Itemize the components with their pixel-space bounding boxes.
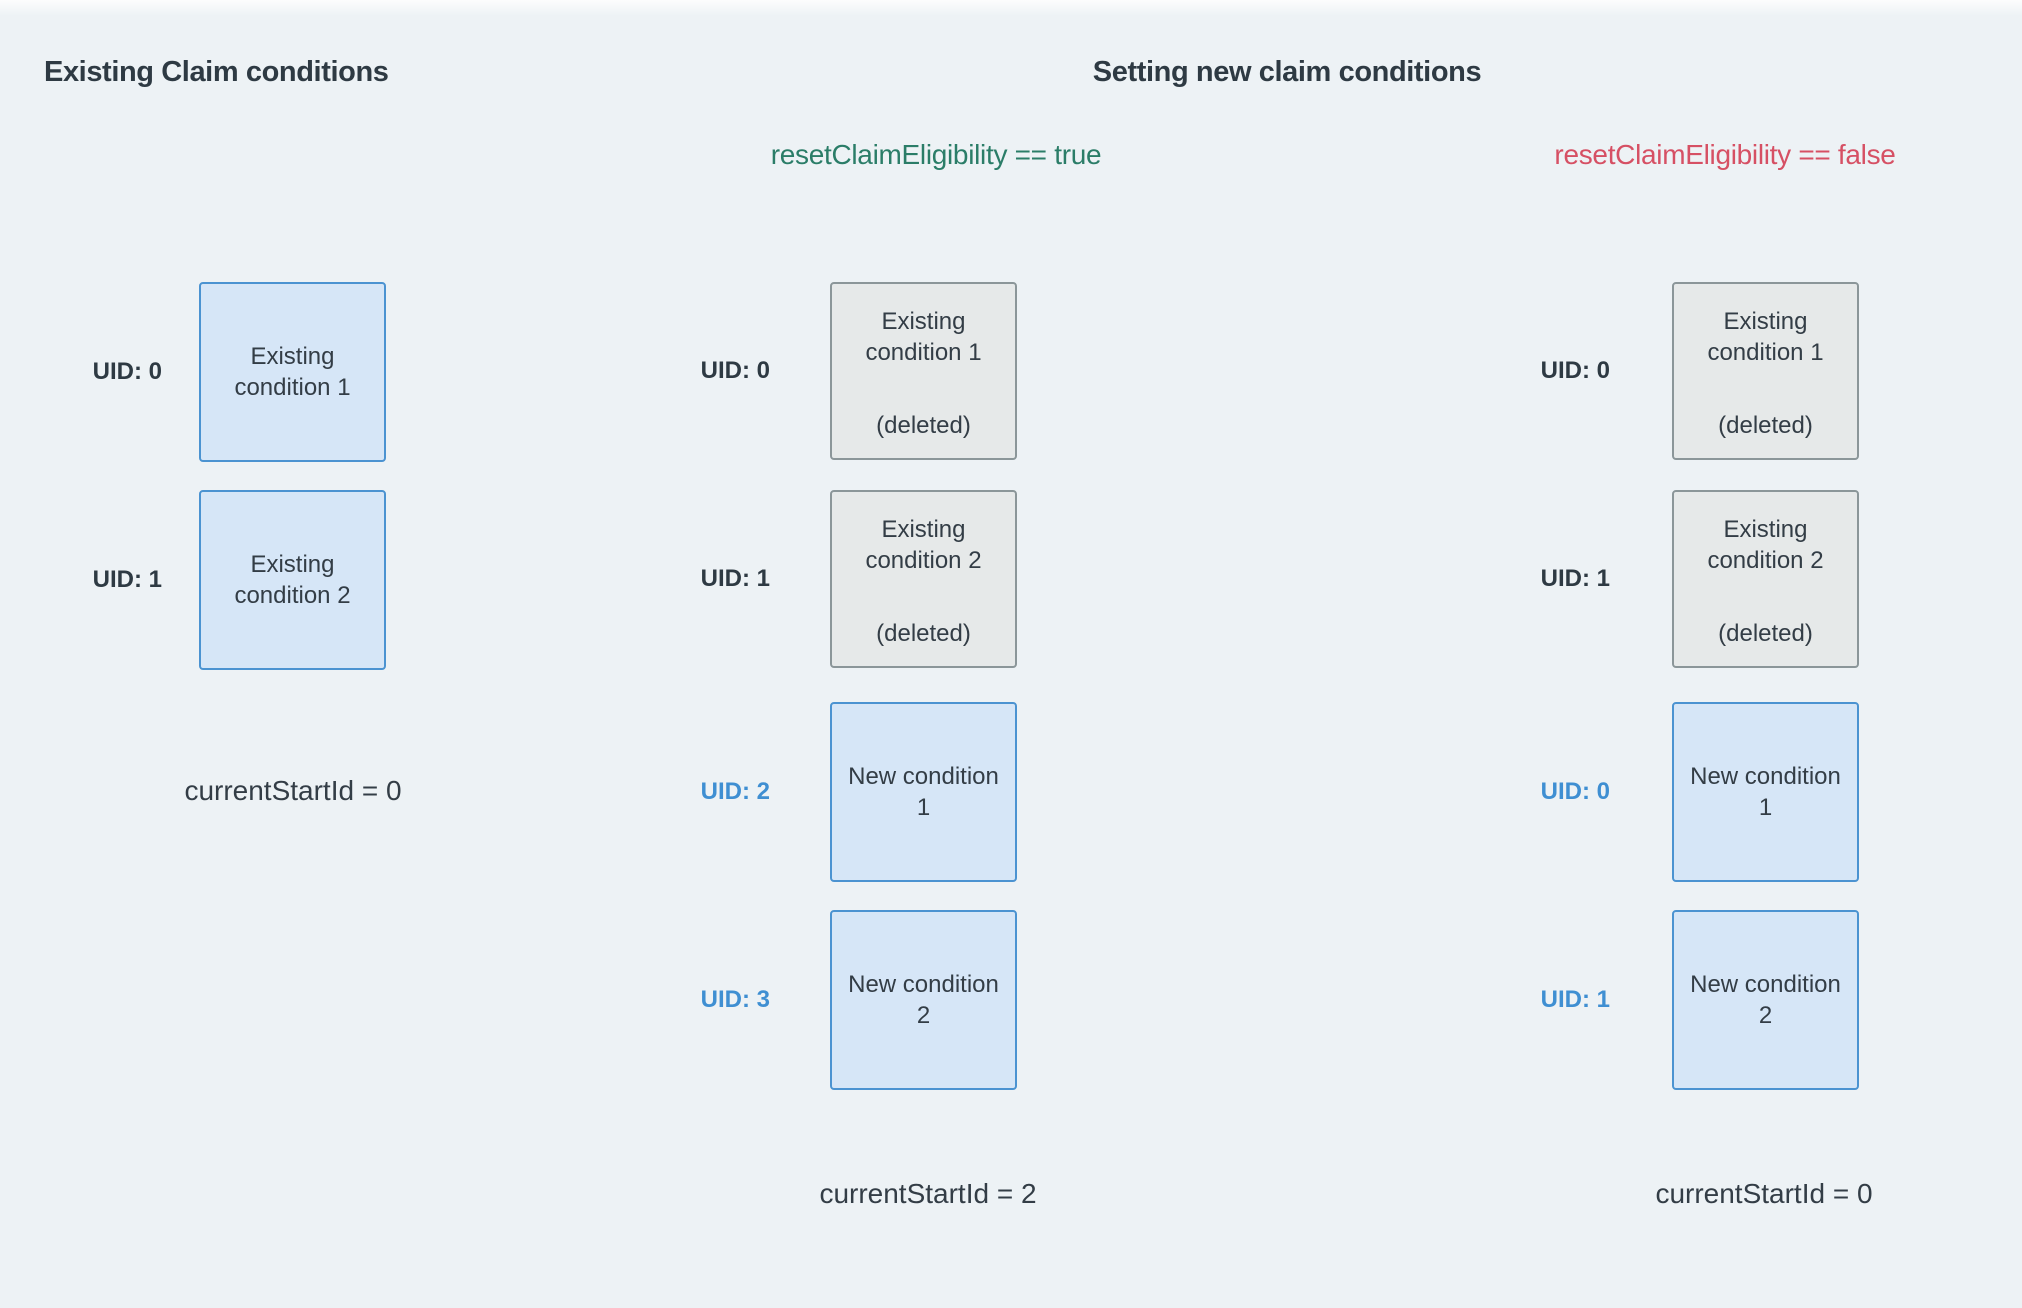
existing-condition-box: Existing condition 2 — [199, 490, 386, 670]
current-start-id-caption: currentStartId = 2 — [819, 1178, 1037, 1209]
deleted-note: (deleted) — [1718, 412, 1813, 439]
condition-box-label: Existing condition 1 — [234, 343, 351, 401]
uid-label: UID: 2 — [700, 778, 770, 805]
top-fade — [0, 0, 2022, 16]
condition-box-label: Existing condition 1 — [865, 308, 982, 366]
uid-row: UID: 0 Existing condition 1 (deleted) — [670, 282, 1017, 460]
deleted-condition-box: Existing condition 1 (deleted) — [1672, 282, 1859, 460]
condition-box-label: New condition 2 — [1690, 971, 1841, 1029]
uid-row: UID: 0 New condition 1 — [1510, 702, 1859, 882]
existing-section-title: Existing Claim conditions — [44, 56, 389, 88]
new-condition-box: New condition 1 — [830, 702, 1017, 882]
reset-true-label: resetClaimEligibility == true — [770, 139, 1102, 170]
uid-row: UID: 1 Existing condition 2 (deleted) — [670, 490, 1017, 668]
condition-box-label: Existing condition 2 — [865, 516, 982, 574]
current-start-id-caption: currentStartId = 0 — [184, 775, 402, 806]
uid-row: UID: 1 New condition 2 — [1510, 910, 1859, 1090]
current-start-id-caption: currentStartId = 0 — [1655, 1178, 1873, 1209]
uid-label: UID: 0 — [700, 357, 770, 384]
deleted-note: (deleted) — [1718, 620, 1813, 647]
condition-box-label: Existing condition 1 — [1707, 308, 1824, 366]
condition-box-label: New condition 2 — [848, 971, 999, 1029]
uid-label: UID: 1 — [1540, 565, 1610, 592]
uid-row: UID: 0 Existing condition 1 (deleted) — [1510, 282, 1859, 460]
deleted-note: (deleted) — [876, 412, 971, 439]
uid-row: UID: 3 New condition 2 — [670, 910, 1017, 1090]
uid-label: UID: 1 — [1540, 986, 1610, 1013]
uid-row: UID: 0 Existing condition 1 — [62, 282, 386, 462]
condition-box-label: New condition 1 — [1690, 763, 1841, 821]
uid-row: UID: 2 New condition 1 — [670, 702, 1017, 882]
uid-label: UID: 0 — [1540, 778, 1610, 805]
deleted-condition-box: Existing condition 2 (deleted) — [1672, 490, 1859, 668]
uid-row: UID: 1 Existing condition 2 — [62, 490, 386, 670]
deleted-condition-box: Existing condition 2 (deleted) — [830, 490, 1017, 668]
new-condition-box: New condition 1 — [1672, 702, 1859, 882]
existing-condition-box: Existing condition 1 — [199, 282, 386, 462]
uid-label: UID: 0 — [1540, 357, 1610, 384]
condition-box-label: New condition 1 — [848, 763, 999, 821]
condition-box-label: Existing condition 2 — [1707, 516, 1824, 574]
deleted-condition-box: Existing condition 1 (deleted) — [830, 282, 1017, 460]
uid-label: UID: 1 — [92, 566, 162, 593]
uid-label: UID: 1 — [700, 565, 770, 592]
new-condition-box: New condition 2 — [830, 910, 1017, 1090]
deleted-note: (deleted) — [876, 620, 971, 647]
uid-label: UID: 0 — [92, 358, 162, 385]
uid-label: UID: 3 — [700, 986, 770, 1013]
new-claims-section-title: Setting new claim conditions — [1092, 56, 1482, 88]
new-condition-box: New condition 2 — [1672, 910, 1859, 1090]
uid-row: UID: 1 Existing condition 2 (deleted) — [1510, 490, 1859, 668]
condition-box-label: Existing condition 2 — [234, 551, 351, 609]
reset-false-label: resetClaimEligibility == false — [1554, 139, 1896, 170]
